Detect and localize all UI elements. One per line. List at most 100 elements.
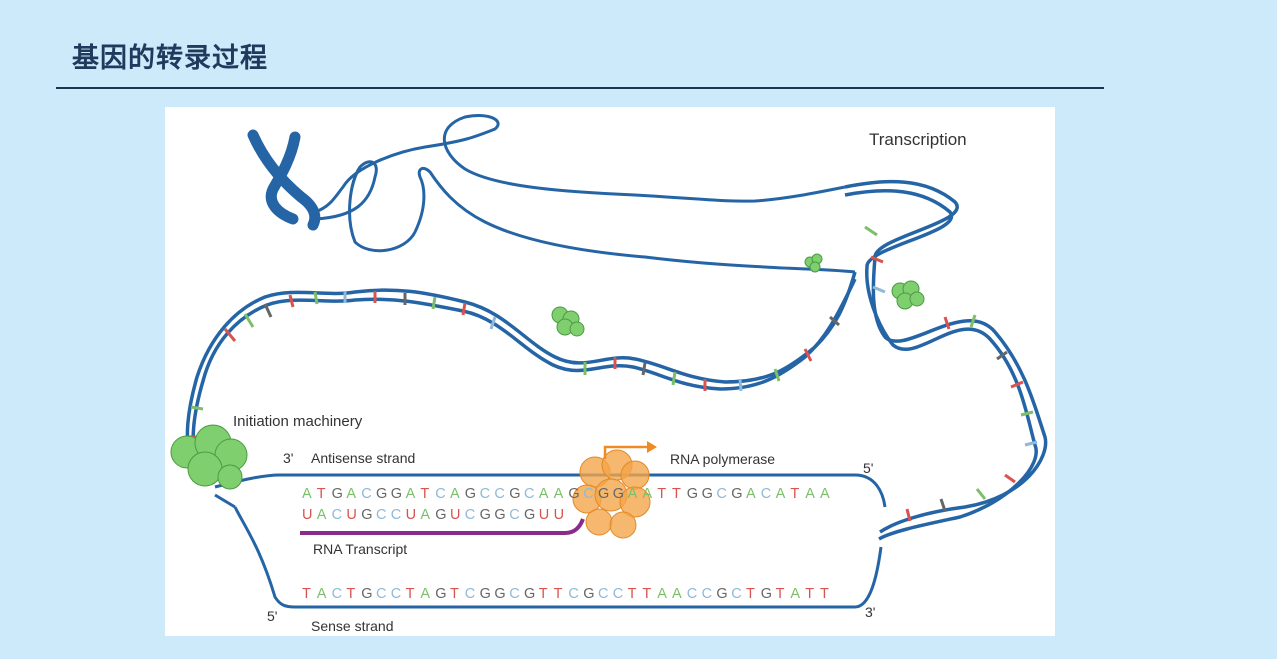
sense-nucleotide: G <box>524 586 535 602</box>
rna-nucleotide: G <box>435 507 446 523</box>
rna-transcript-label: RNA Transcript <box>313 541 407 557</box>
sense-nucleotide: A <box>317 586 327 602</box>
sense-nucleotide: T <box>820 586 829 602</box>
antisense-nucleotide: A <box>406 486 416 502</box>
sense-nucleotide: T <box>346 586 355 602</box>
antisense-nucleotide: T <box>317 486 326 502</box>
arrow-head-icon <box>647 441 657 453</box>
sense-nucleotide: C <box>598 586 608 602</box>
antisense-strand-label: Antisense strand <box>311 450 415 466</box>
antisense-nucleotide: C <box>494 486 504 502</box>
sense-nucleotide: C <box>731 586 741 602</box>
rna-nucleotide: G <box>361 507 372 523</box>
sense-nucleotide: C <box>465 586 475 602</box>
rna-polymerase-label: RNA polymerase <box>670 451 775 467</box>
antisense-nucleotide: T <box>657 486 666 502</box>
transcription-diagram: Transcription Initiation machinery 3' An… <box>170 114 1048 634</box>
antisense-nucleotide: A <box>554 486 564 502</box>
sense-3prime-label: 3' <box>865 604 875 620</box>
sense-nucleotide: C <box>702 586 712 602</box>
antisense-nucleotide: G <box>687 486 698 502</box>
rna-nucleotide: U <box>450 507 460 523</box>
chromosome-icon <box>247 129 321 231</box>
rna-nucleotide: G <box>494 507 505 523</box>
antisense-nucleotide: A <box>628 486 638 502</box>
rna-nucleotide: C <box>376 507 386 523</box>
nucleosome-proteins <box>551 253 925 337</box>
sense-nucleotide: T <box>746 586 755 602</box>
antisense-nucleotide: C <box>761 486 771 502</box>
rna-nucleotide: C <box>465 507 475 523</box>
rna-nucleotide: G <box>524 507 535 523</box>
rna-nucleotide: C <box>332 507 342 523</box>
antisense-nucleotide: C <box>524 486 534 502</box>
antisense-3prime-label: 3' <box>283 450 293 466</box>
rna-nucleotide: U <box>406 507 416 523</box>
antisense-nucleotide: C <box>480 486 490 502</box>
antisense-nucleotide: A <box>346 486 356 502</box>
antisense-nucleotide: C <box>716 486 726 502</box>
rna-nucleotide: A <box>317 507 327 523</box>
sense-nucleotide: T <box>554 586 563 602</box>
sense-nucleotide: T <box>539 586 548 602</box>
antisense-nucleotide: C <box>361 486 371 502</box>
rna-nucleotide: U <box>302 507 312 523</box>
title-divider <box>56 87 1104 89</box>
antisense-nucleotide: G <box>731 486 742 502</box>
rna-nucleotide: A <box>420 507 430 523</box>
antisense-nucleotide: G <box>613 486 624 502</box>
sense-nucleotide: C <box>391 586 401 602</box>
antisense-nucleotide: A <box>450 486 460 502</box>
sense-nucleotide: T <box>406 586 415 602</box>
rna-nucleotide: U <box>539 507 549 523</box>
rna-transcript-strand <box>300 518 585 535</box>
sense-nucleotide: C <box>509 586 519 602</box>
sense-nucleotide: G <box>361 586 372 602</box>
sense-nucleotide: A <box>420 586 430 602</box>
antisense-nucleotide: C <box>435 486 445 502</box>
transcription-figure: Transcription Initiation machinery 3' An… <box>165 107 1055 636</box>
antisense-nucleotide: A <box>805 486 815 502</box>
sense-nucleotide: T <box>628 586 637 602</box>
sense-nucleotide: T <box>302 586 311 602</box>
slide-title: 基因的转录过程 <box>72 43 268 74</box>
antisense-nucleotide: A <box>642 486 652 502</box>
rna-nucleotide: C <box>391 507 401 523</box>
antisense-nucleotide: G <box>598 486 609 502</box>
antisense-nucleotide: A <box>539 486 549 502</box>
transcription-direction-arrow <box>603 445 647 459</box>
rna-nucleotide: C <box>509 507 519 523</box>
rna-nucleotide: U <box>346 507 356 523</box>
antisense-nucleotide: G <box>376 486 387 502</box>
sense-nucleotide: T <box>642 586 651 602</box>
antisense-nucleotide: A <box>746 486 756 502</box>
antisense-nucleotide: T <box>790 486 799 502</box>
sense-nucleotide: C <box>568 586 578 602</box>
sense-nucleotide: T <box>450 586 459 602</box>
sense-nucleotide: G <box>494 586 505 602</box>
sense-nucleotide: A <box>672 586 682 602</box>
antisense-nucleotide: T <box>420 486 429 502</box>
initiation-machinery <box>170 424 248 490</box>
antisense-nucleotide: G <box>391 486 402 502</box>
antisense-nucleotide: G <box>465 486 476 502</box>
sense-nucleotide: G <box>480 586 491 602</box>
sense-nucleotide: C <box>613 586 623 602</box>
antisense-nucleotide: G <box>568 486 579 502</box>
sense-nucleotide: C <box>376 586 386 602</box>
initiation-machinery-label: Initiation machinery <box>233 413 363 430</box>
sense-nucleotide: G <box>435 586 446 602</box>
antisense-nucleotide: T <box>672 486 681 502</box>
sense-nucleotide: A <box>657 586 667 602</box>
sense-nucleotide: G <box>716 586 727 602</box>
antisense-nucleotide: G <box>702 486 713 502</box>
rna-nucleotide: U <box>554 507 564 523</box>
sense-nucleotide: G <box>583 586 594 602</box>
sense-nucleotide: T <box>805 586 814 602</box>
sense-nucleotide: G <box>761 586 772 602</box>
antisense-nucleotide: G <box>332 486 343 502</box>
antisense-nucleotide: G <box>509 486 520 502</box>
